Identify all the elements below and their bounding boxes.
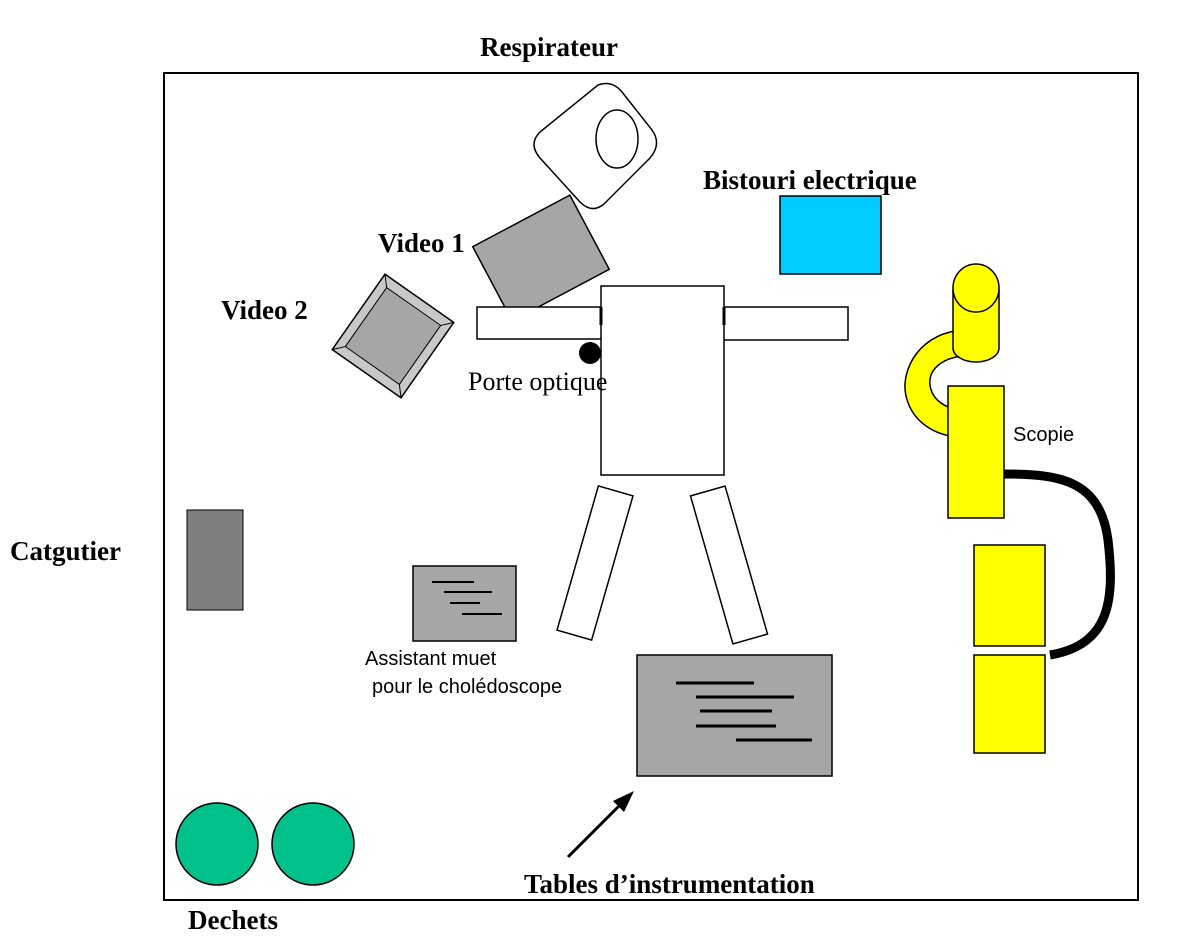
label-video2: Video 2: [221, 295, 308, 325]
scopie-unit: [904, 263, 1115, 754]
scopie-monitor-top: [973, 544, 1046, 647]
porte-optique-dot: [579, 342, 601, 364]
label-dechets: Dechets: [188, 905, 278, 935]
label-catgutier: Catgutier: [10, 536, 121, 566]
label-scopie: Scopie: [1013, 424, 1074, 446]
label-assistant-line2: pour le cholédoscope: [372, 676, 562, 698]
dechets-bin-right: [271, 802, 355, 886]
label-bistouri: Bistouri electrique: [703, 165, 917, 195]
patient-right-arm: [721, 306, 849, 341]
patient-left-arm: [476, 306, 605, 340]
bistouri-unit: [779, 195, 882, 275]
video1-monitor: [471, 194, 611, 322]
scopie-cable: [1003, 469, 1115, 660]
label-porte-optique: Porte optique: [468, 367, 607, 396]
dechets-bin-left: [175, 802, 259, 886]
patient-right-leg: [689, 485, 769, 645]
scopie-monitor-bottom: [973, 654, 1046, 754]
assistant-muet-table: [412, 565, 517, 642]
label-video1: Video 1: [378, 228, 465, 258]
scopie-column: [947, 385, 1005, 519]
catgutier-unit: [186, 509, 244, 611]
instrument-arrow: [566, 791, 634, 859]
label-tables: Tables d’instrumentation: [524, 869, 815, 899]
scopie-cylinder-top: [952, 263, 1000, 313]
instrument-table-surface: [636, 654, 833, 777]
patient-figure: [476, 285, 849, 645]
patient-left-leg: [556, 485, 634, 641]
respirateur-dial: [595, 109, 639, 169]
video2-screen: [344, 286, 442, 386]
label-respirateur: Respirateur: [480, 32, 618, 62]
label-assistant-line1: Assistant muet: [365, 648, 497, 670]
video2-monitor: [331, 273, 455, 399]
instrument-table: [636, 654, 833, 777]
patient-torso: [600, 285, 725, 476]
respirateur-unit: [533, 82, 658, 210]
